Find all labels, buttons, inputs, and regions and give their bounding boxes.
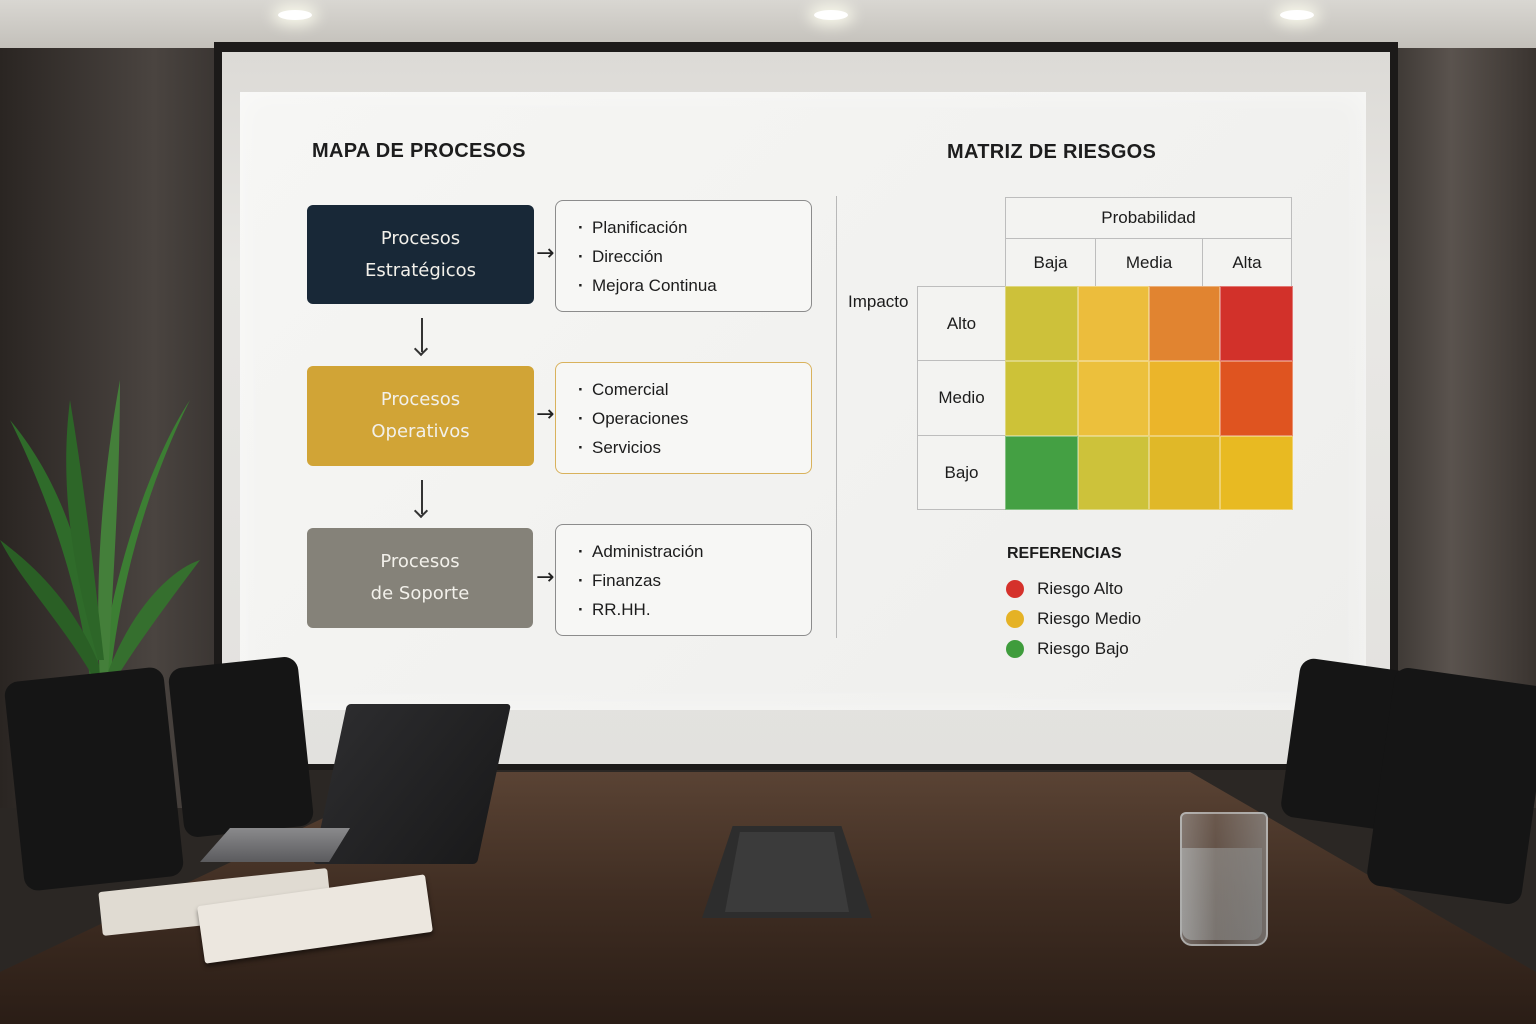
impact-level: Bajo xyxy=(917,435,1006,510)
list-item: Dirección xyxy=(556,242,811,271)
legend-label: Riesgo Alto xyxy=(1037,578,1124,598)
process-box-support: Procesos de Soporte xyxy=(307,528,533,628)
ceiling xyxy=(0,0,1536,48)
arrow-right-icon: → xyxy=(536,241,555,266)
risk-cell xyxy=(1149,361,1220,436)
water xyxy=(1182,848,1262,940)
chair xyxy=(1365,666,1536,906)
process-detail-box: Comercial Operaciones Servicios xyxy=(555,362,812,474)
process-label: Procesos Operativos xyxy=(371,389,470,442)
arrow-down-icon xyxy=(421,318,423,352)
process-label: Procesos Estratégicos xyxy=(364,227,477,281)
table-connectivity-lid xyxy=(725,832,849,912)
probability-level: Alta xyxy=(1202,238,1292,287)
ceiling-light xyxy=(1280,10,1314,20)
chair xyxy=(167,655,315,839)
legend-label: Riesgo Medio xyxy=(1037,608,1142,628)
green-dot-icon xyxy=(1006,639,1024,658)
arrow-down-icon xyxy=(421,480,423,514)
risk-cell xyxy=(1005,361,1078,436)
risk-cell xyxy=(1078,361,1149,436)
risk-cell xyxy=(1078,436,1149,510)
risk-cell xyxy=(1149,436,1220,510)
risk-cell xyxy=(1005,286,1078,361)
list-item: Servicios xyxy=(556,433,811,462)
legend-label: Riesgo Bajo xyxy=(1037,638,1129,658)
ceiling-light xyxy=(278,10,312,20)
chair xyxy=(3,666,185,892)
risk-cell xyxy=(1220,361,1293,436)
probability-header: Probabilidad xyxy=(1005,197,1292,239)
legend-item: Riesgo Alto xyxy=(1006,578,1123,599)
list-item: Mejora Continua xyxy=(556,271,811,300)
arrow-right-icon: → xyxy=(536,565,555,590)
list-item: Operaciones xyxy=(556,404,811,433)
risk-cell xyxy=(1149,286,1220,361)
impact-header: Impacto xyxy=(848,292,909,311)
list-item: Planificación xyxy=(556,213,811,242)
water-glass xyxy=(1180,812,1268,946)
process-label: Procesos de Soporte xyxy=(370,551,470,604)
process-box-operative: Procesos Operativos xyxy=(307,366,534,466)
list-item: Comercial xyxy=(556,375,811,404)
list-item: Finanzas xyxy=(556,566,811,595)
legend-item: Riesgo Medio xyxy=(1006,608,1141,629)
process-map-title: MAPA DE PROCESOS xyxy=(312,140,526,162)
probability-level: Media xyxy=(1095,238,1203,287)
yellow-dot-icon xyxy=(1006,609,1024,628)
list-item: RR.HH. xyxy=(556,595,811,624)
legend-item: Riesgo Bajo xyxy=(1006,638,1129,659)
process-detail-box: Planificación Dirección Mejora Continua xyxy=(555,200,812,312)
laptop-keyboard xyxy=(200,828,350,862)
risk-cell xyxy=(1220,436,1293,510)
risk-cell xyxy=(1220,286,1293,361)
plant-icon xyxy=(0,380,200,680)
process-box-strategic: Procesos Estratégicos xyxy=(307,205,534,304)
impact-level: Medio xyxy=(917,360,1006,436)
ceiling-light xyxy=(814,10,848,20)
probability-level: Baja xyxy=(1005,238,1096,287)
risk-cell xyxy=(1005,436,1078,510)
panel-divider xyxy=(836,196,837,638)
risk-matrix-grid xyxy=(1005,286,1293,510)
risk-cell xyxy=(1078,286,1149,361)
arrow-right-icon: → xyxy=(536,402,555,427)
risk-matrix-title: MATRIZ DE RIESGOS xyxy=(947,141,1157,163)
legend-title: REFERENCIAS xyxy=(1007,545,1122,562)
red-dot-icon xyxy=(1006,579,1024,598)
laptop xyxy=(312,704,512,864)
list-item: Administración xyxy=(556,537,811,566)
process-detail-box: Administración Finanzas RR.HH. xyxy=(555,524,812,636)
impact-level: Alto xyxy=(917,286,1006,361)
